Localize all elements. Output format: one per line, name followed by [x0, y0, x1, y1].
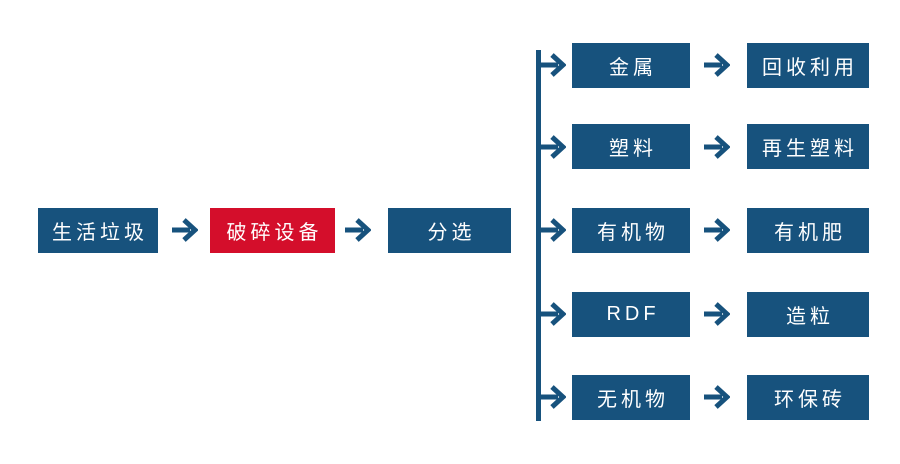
arrow-right-icon	[172, 218, 198, 242]
arrow-right-icon	[704, 302, 730, 326]
node-recycled-plastic: 再生塑料	[747, 124, 869, 169]
node-organic-fertilizer: 有机肥	[747, 208, 869, 253]
arrow-right-icon	[345, 218, 371, 242]
node-sorting: 分选	[388, 208, 511, 253]
node-recycle-reuse: 回收利用	[747, 43, 869, 88]
node-organic-matter: 有机物	[572, 208, 690, 253]
branch-arrow-icon	[540, 218, 566, 242]
node-metal: 金属	[572, 43, 690, 88]
arrow-right-icon	[704, 53, 730, 77]
node-household-waste: 生活垃圾	[38, 208, 158, 253]
arrow-right-icon	[704, 135, 730, 159]
arrow-right-icon	[704, 385, 730, 409]
node-granulation: 造粒	[747, 292, 869, 337]
node-crushing-equipment: 破碎设备	[210, 208, 335, 253]
branch-arrow-icon	[540, 302, 566, 326]
branch-arrow-icon	[540, 135, 566, 159]
node-eco-brick: 环保砖	[747, 375, 869, 420]
branch-arrow-icon	[540, 385, 566, 409]
node-plastic: 塑料	[572, 124, 690, 169]
branch-trunk-line	[536, 50, 541, 421]
branch-arrow-icon	[540, 53, 566, 77]
arrow-right-icon	[704, 218, 730, 242]
node-inorganic-matter: 无机物	[572, 375, 690, 420]
node-rdf: RDF	[572, 292, 690, 337]
